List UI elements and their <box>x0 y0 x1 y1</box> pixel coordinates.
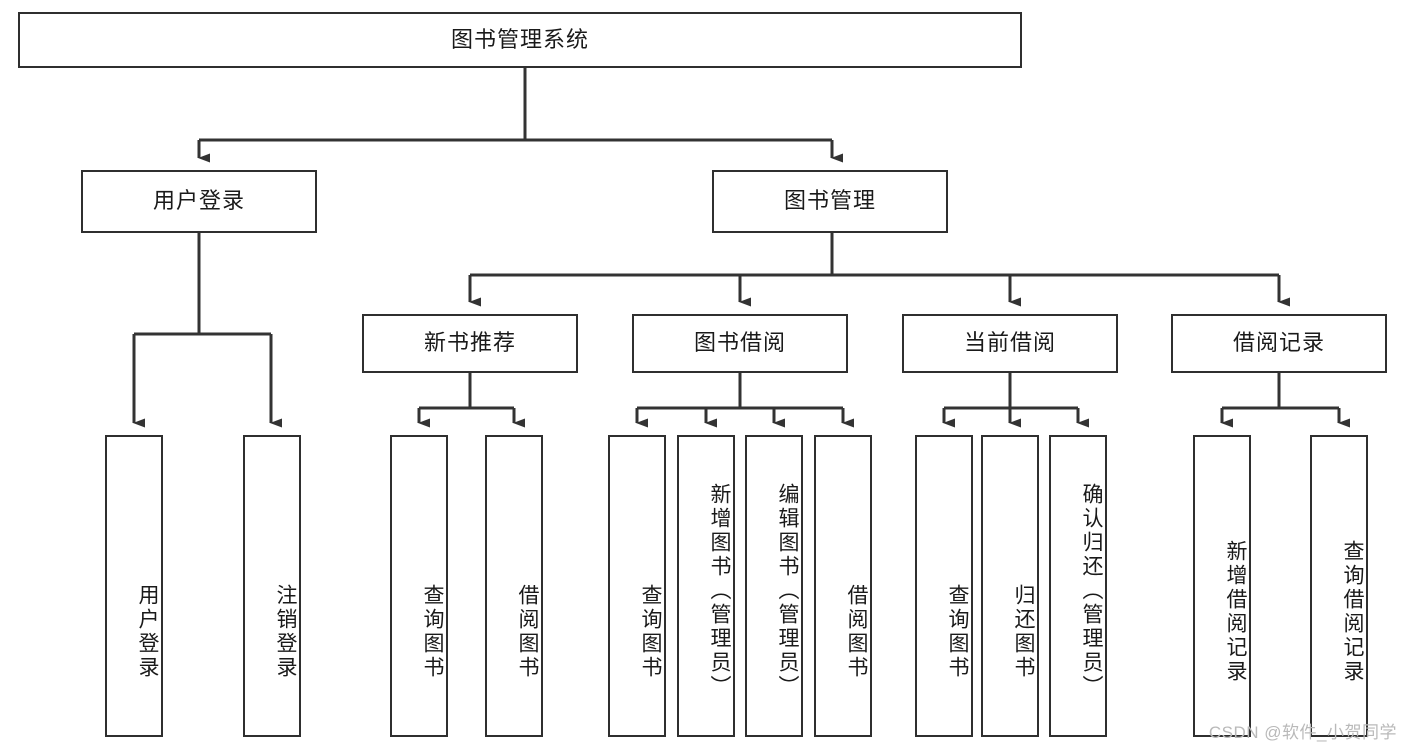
node-book-manage[interactable]: 图书管理 <box>712 170 948 233</box>
leaf-return-book[interactable]: 归还图书 <box>981 435 1039 737</box>
leaf-borrow-book-1[interactable]: 借阅图书 <box>485 435 543 737</box>
node-user-login[interactable]: 用户登录 <box>81 170 317 233</box>
node-label: 查询图书 <box>946 584 969 680</box>
node-label: 查询借阅记录 <box>1341 540 1364 684</box>
node-label: 新增借阅记录 <box>1224 540 1247 684</box>
leaf-edit-book-admin[interactable]: 编辑图书（管理员） <box>745 435 803 737</box>
node-label: 归还图书 <box>1012 584 1035 680</box>
node-label: 借阅图书 <box>516 584 539 680</box>
leaf-query-borrow-record[interactable]: 查询借阅记录 <box>1310 435 1368 737</box>
leaf-query-book-3[interactable]: 查询图书 <box>915 435 973 737</box>
node-label: 确认归还（管理员） <box>1080 483 1103 699</box>
leaf-add-book-admin[interactable]: 新增图书（管理员） <box>677 435 735 737</box>
node-label: 借阅图书 <box>845 584 868 680</box>
node-label: 借阅记录 <box>1232 330 1325 356</box>
node-label: 查询图书 <box>639 584 662 680</box>
leaf-query-book-1[interactable]: 查询图书 <box>390 435 448 737</box>
node-label: 编辑图书（管理员） <box>776 483 799 699</box>
node-current-borrow[interactable]: 当前借阅 <box>902 314 1118 373</box>
leaf-logout-login[interactable]: 注销登录 <box>243 435 301 737</box>
leaf-query-book-2[interactable]: 查询图书 <box>608 435 666 737</box>
leaf-add-borrow-record[interactable]: 新增借阅记录 <box>1193 435 1251 737</box>
node-label: 用户登录 <box>152 188 245 214</box>
node-label: 用户登录 <box>136 584 159 680</box>
node-label: 图书借阅 <box>693 330 786 356</box>
node-label: 注销登录 <box>274 584 297 680</box>
node-root-book-management-system[interactable]: 图书管理系统 <box>18 12 1022 68</box>
node-label: 新书推荐 <box>423 330 516 356</box>
node-new-book-recommend[interactable]: 新书推荐 <box>362 314 578 373</box>
leaf-user-login[interactable]: 用户登录 <box>105 435 163 737</box>
node-book-borrow[interactable]: 图书借阅 <box>632 314 848 373</box>
node-label: 新增图书（管理员） <box>708 483 731 699</box>
node-borrow-record[interactable]: 借阅记录 <box>1171 314 1387 373</box>
node-label: 图书管理系统 <box>450 26 589 52</box>
node-label: 当前借阅 <box>963 330 1056 356</box>
leaf-confirm-return-admin[interactable]: 确认归还（管理员） <box>1049 435 1107 737</box>
leaf-borrow-book-2[interactable]: 借阅图书 <box>814 435 872 737</box>
node-label: 图书管理 <box>783 188 876 214</box>
watermark-csdn: CSDN @软件_小贺同学 <box>1208 723 1397 742</box>
node-label: 查询图书 <box>421 584 444 680</box>
